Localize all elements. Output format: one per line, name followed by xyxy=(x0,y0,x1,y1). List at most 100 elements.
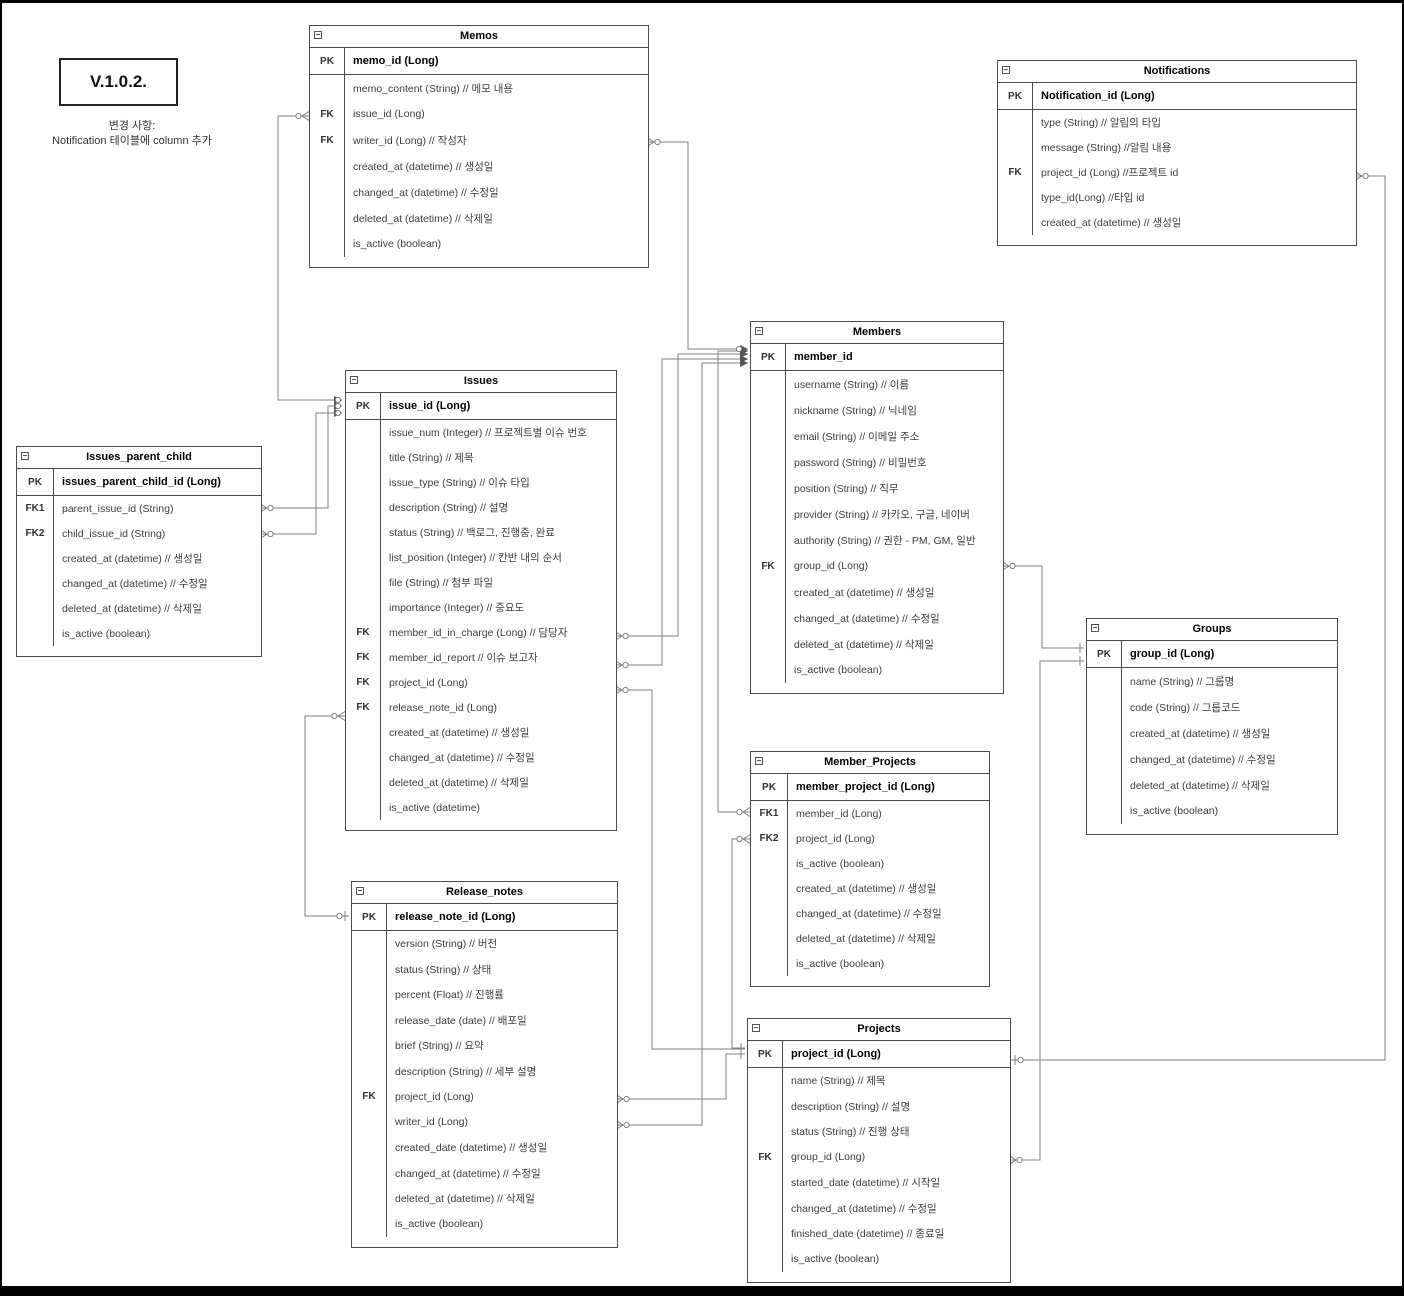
field-row[interactable]: type (String) // 알림의 타입 xyxy=(998,110,1356,135)
field-row[interactable]: percent (Float) // 진행률 xyxy=(352,982,617,1008)
collapse-icon[interactable] xyxy=(356,887,364,895)
field-row[interactable]: deleted_at (datetime) // 삭제일 xyxy=(17,596,261,621)
field-row[interactable]: created_at (datetime) // 생성일 xyxy=(17,546,261,571)
field-row[interactable]: username (String) // 이름 xyxy=(751,371,1003,397)
collapse-icon[interactable] xyxy=(755,327,763,335)
edge-issues-projects[interactable] xyxy=(615,690,745,1049)
field-row[interactable]: name (String) // 제목 xyxy=(748,1068,1010,1094)
field-row[interactable]: created_at (datetime) // 생성일 xyxy=(751,876,989,901)
field-row[interactable]: version (String) // 버전 xyxy=(352,931,617,957)
edge-members-groups[interactable] xyxy=(1002,566,1084,648)
field-row[interactable]: created_at (datetime) // 생성일 xyxy=(1087,720,1337,746)
field-row[interactable]: is_active (boolean) xyxy=(751,951,989,976)
field-row[interactable]: issue_num (Integer) // 프로젝트별 이슈 번호 xyxy=(346,420,616,445)
field-row[interactable]: changed_at (datetime) // 수정일 xyxy=(1087,746,1337,772)
field-row[interactable]: changed_at (datetime) // 수정일 xyxy=(748,1195,1010,1221)
field-row[interactable]: name (String) // 그룹명 xyxy=(1087,668,1337,694)
edge-member-projects-members[interactable] xyxy=(717,351,750,812)
edge-notifications-projects[interactable] xyxy=(1011,176,1386,1060)
edge-memos-issues[interactable] xyxy=(277,116,342,400)
edge-issues-release-notes[interactable] xyxy=(304,716,349,916)
field-row[interactable]: description (String) // 설명 xyxy=(346,495,616,520)
edge-issues-parent-child-issues-parent[interactable] xyxy=(260,406,342,508)
field-row[interactable]: provider (String) // 카카오, 구글, 네이버 xyxy=(751,501,1003,527)
edge-release-notes-projects[interactable] xyxy=(616,1054,745,1099)
edge-release-notes-members[interactable] xyxy=(616,363,748,1125)
field-row[interactable]: created_at (datetime) // 생성일 xyxy=(998,210,1356,235)
field-row[interactable]: created_at (datetime) // 생성일 xyxy=(751,579,1003,605)
collapse-icon[interactable] xyxy=(752,1024,760,1032)
field-row[interactable]: changed_at (datetime) // 수정일 xyxy=(310,179,648,205)
field-row[interactable]: changed_at (datetime) // 수정일 xyxy=(751,605,1003,631)
field-row[interactable]: code (String) // 그룹코드 xyxy=(1087,694,1337,720)
collapse-icon[interactable] xyxy=(21,452,29,460)
field-row[interactable]: is_active (boolean) xyxy=(1087,798,1337,824)
field-row[interactable]: is_active (boolean) xyxy=(751,851,989,876)
collapse-icon[interactable] xyxy=(755,757,763,765)
field-row[interactable]: started_date (datetime) // 시작일 xyxy=(748,1170,1010,1196)
field-row[interactable]: deleted_at (datetime) // 삭제일 xyxy=(346,770,616,795)
field-row[interactable]: position (String) // 직무 xyxy=(751,475,1003,501)
field-row[interactable]: is_active (boolean) xyxy=(310,231,648,257)
field-row[interactable]: deleted_at (datetime) // 삭제일 xyxy=(1087,772,1337,798)
field-row[interactable]: changed_at (datetime) // 수정일 xyxy=(352,1160,617,1186)
field-row[interactable]: description (String) // 세부 설명 xyxy=(352,1058,617,1084)
edge-issues-parent-child-issues-child[interactable] xyxy=(260,413,342,534)
field-row[interactable]: created_at (datetime) // 생성일 xyxy=(346,720,616,745)
edge-issues-members-report[interactable] xyxy=(615,359,748,665)
field-row[interactable]: description (String) // 설명 xyxy=(748,1093,1010,1119)
edge-projects-groups[interactable] xyxy=(1009,661,1084,1160)
field-row[interactable]: password (String) // 비밀번호 xyxy=(751,449,1003,475)
field-row[interactable]: memo_content (String) // 메모 내용 xyxy=(310,75,648,101)
field-row[interactable]: email (String) // 이메일 주소 xyxy=(751,423,1003,449)
field-row[interactable]: title (String) // 제목 xyxy=(346,445,616,470)
edge-member-projects-projects[interactable] xyxy=(731,839,750,1048)
field-row[interactable]: file (String) // 첨부 파일 xyxy=(346,570,616,595)
field-row[interactable]: is_active (boolean) xyxy=(751,657,1003,683)
field-row[interactable]: release_date (date) // 배포일 xyxy=(352,1007,617,1033)
field-row[interactable]: message (String) //알림 내용 xyxy=(998,135,1356,160)
field-row[interactable]: deleted_at (datetime) // 삭제일 xyxy=(352,1186,617,1212)
field-row[interactable]: status (String) // 백로그, 진행중, 완료 xyxy=(346,520,616,545)
field-row[interactable]: deleted_at (datetime) // 삭제일 xyxy=(310,205,648,231)
collapse-icon[interactable] xyxy=(1002,66,1010,74)
field-row[interactable]: created_date (datetime) // 생성일 xyxy=(352,1135,617,1161)
field-row[interactable]: type_id(Long) //타입 id xyxy=(998,185,1356,210)
field-row[interactable]: finished_date (datetime) // 종료일 xyxy=(748,1221,1010,1247)
field-row[interactable]: nickname (String) // 닉네임 xyxy=(751,397,1003,423)
field-row[interactable]: deleted_at (datetime) // 삭제일 xyxy=(751,631,1003,657)
field-row[interactable]: changed_at (datetime) // 수정일 xyxy=(751,901,989,926)
field-row[interactable]: is_active (boolean) xyxy=(748,1246,1010,1272)
field-row[interactable]: deleted_at (datetime) // 삭제일 xyxy=(751,926,989,951)
field-row[interactable]: status (String) // 상태 xyxy=(352,956,617,982)
edge-issues-members-in-charge[interactable] xyxy=(615,354,748,636)
field-row[interactable]: status (String) // 진행 상태 xyxy=(748,1119,1010,1145)
